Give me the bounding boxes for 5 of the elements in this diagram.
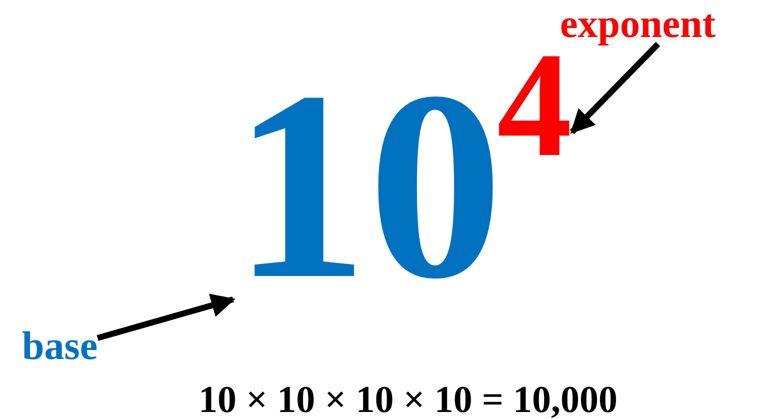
leader-arrow [96,294,236,341]
term-label: exponent [560,4,716,44]
equation-text: 10 × 10 × 10 × 10 = 10,000 [198,381,618,419]
term-label: base [22,326,98,366]
leader-arrow [570,42,660,134]
